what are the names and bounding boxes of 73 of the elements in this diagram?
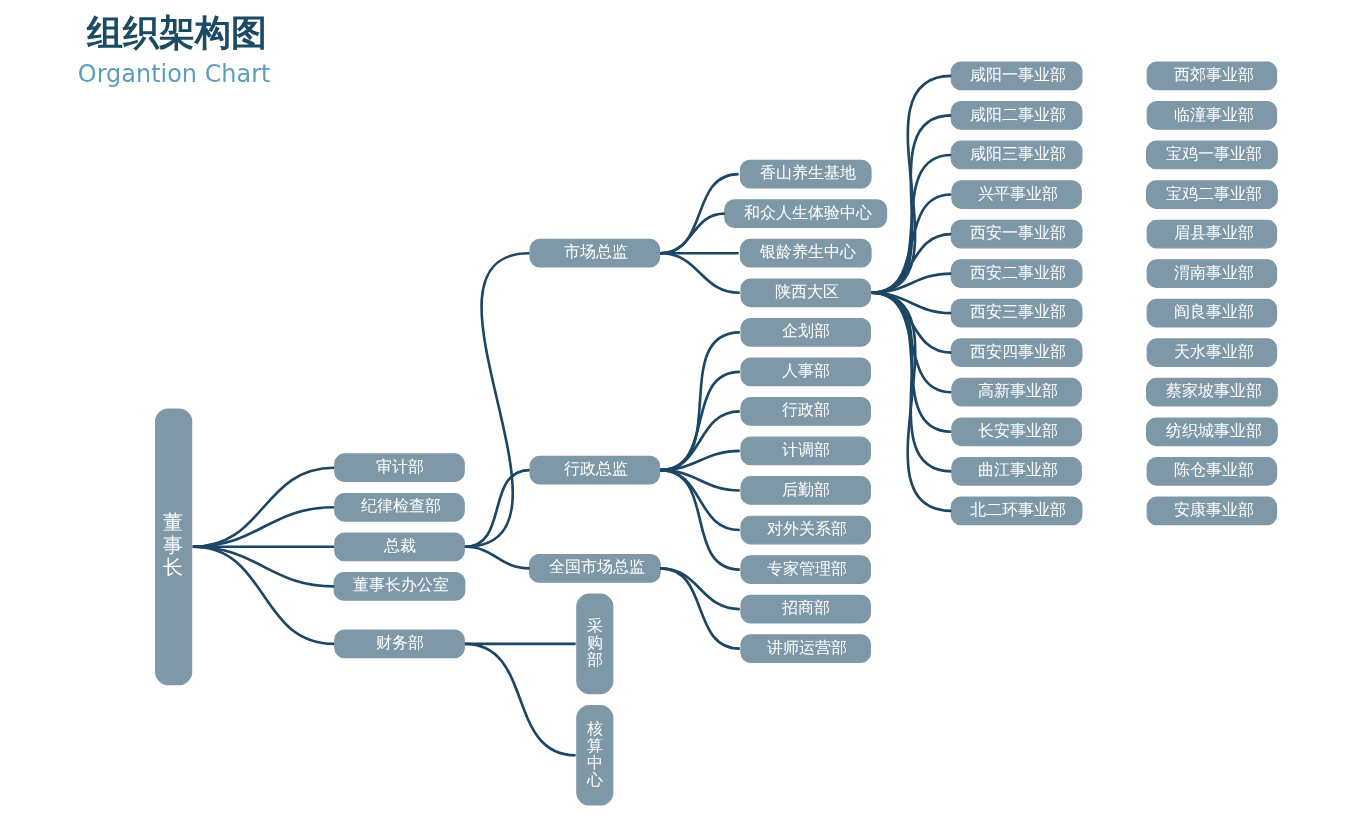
connector <box>464 642 576 757</box>
node-box: 陈仓事业部 <box>1146 456 1278 486</box>
connector <box>464 468 530 549</box>
node-box: 财务部 <box>334 629 465 659</box>
node-box: 总裁 <box>334 532 465 562</box>
node-box: 和众人生体验中心 <box>724 199 888 229</box>
node-box: 纪律检查部 <box>334 492 465 522</box>
node-box: 咸阳一事业部 <box>950 61 1083 91</box>
node-box: 西安一事业部 <box>950 219 1083 249</box>
connector <box>871 114 952 295</box>
node-box: 西安三事业部 <box>950 298 1083 328</box>
node-box: 香山养生基地 <box>739 159 872 189</box>
connector <box>192 466 335 549</box>
connector <box>659 567 740 650</box>
node-box: 西安四事业部 <box>950 338 1083 368</box>
node-box: 陕西大区 <box>740 278 871 308</box>
connector <box>871 291 952 434</box>
connector <box>192 545 335 646</box>
node-box: 西安二事业部 <box>950 259 1083 288</box>
node-box: 市场总监 <box>529 238 661 268</box>
connector <box>660 251 740 295</box>
node-box: 兴平事业部 <box>951 180 1082 209</box>
node-box: 讲师运营部 <box>740 634 871 663</box>
node-box: 行政部 <box>740 397 871 426</box>
node-box: 咸阳三事业部 <box>950 140 1083 170</box>
node-box: 行政总监 <box>529 455 661 485</box>
connector <box>192 505 335 549</box>
node-box: 西郊事业部 <box>1146 61 1278 91</box>
node-box: 全国市场总监 <box>528 554 661 583</box>
node-box: 纺织城事业部 <box>1146 417 1278 447</box>
node-box: 蔡家坡事业部 <box>1146 377 1278 407</box>
connector <box>871 193 952 295</box>
node-box: 专家管理部 <box>740 555 871 584</box>
connector <box>871 291 952 513</box>
node-box: 董事长办公室 <box>333 571 466 601</box>
node-box: 招商部 <box>740 594 871 624</box>
connector <box>464 251 530 549</box>
connector <box>871 272 952 295</box>
node-box: 核算中心 <box>576 704 614 806</box>
node-box: 长安事业部 <box>951 417 1082 447</box>
node-box: 咸阳二事业部 <box>950 101 1083 130</box>
node-box: 眉县事业部 <box>1146 219 1278 249</box>
connector <box>464 545 530 570</box>
node-box: 阎良事业部 <box>1146 298 1278 328</box>
node-box: 北二环事业部 <box>950 496 1083 526</box>
node-box: 审计部 <box>334 453 465 483</box>
connector <box>192 545 335 549</box>
connector <box>871 232 952 295</box>
connector <box>871 74 952 295</box>
diagram-title: 组织架构图 <box>87 12 268 54</box>
node-box: 高新事业部 <box>951 377 1082 407</box>
connector <box>871 291 952 473</box>
node-box: 对外关系部 <box>740 515 871 545</box>
node-box: 宝鸡一事业部 <box>1146 140 1278 170</box>
node-box: 人事部 <box>740 357 871 387</box>
node-box: 采购部 <box>576 593 614 695</box>
node-box: 后勤部 <box>740 476 871 505</box>
node-box: 计调部 <box>740 436 871 466</box>
node-box: 曲江事业部 <box>951 456 1082 486</box>
connector <box>871 291 952 394</box>
connector <box>192 545 335 588</box>
node-box: 天水事业部 <box>1146 338 1278 368</box>
node-box: 安康事业部 <box>1146 496 1278 526</box>
connector <box>871 153 952 295</box>
connector <box>659 468 740 532</box>
node-box: 临潼事业部 <box>1146 101 1278 130</box>
node-box: 银龄养生中心 <box>739 238 872 268</box>
label: Organtion Chart <box>77 59 271 88</box>
connector <box>659 468 740 571</box>
node-box: 宝鸡二事业部 <box>1146 180 1278 209</box>
node-box: 董事长 <box>155 408 193 686</box>
node-box: 企划部 <box>740 317 871 347</box>
node-box: 渭南事业部 <box>1146 259 1278 288</box>
